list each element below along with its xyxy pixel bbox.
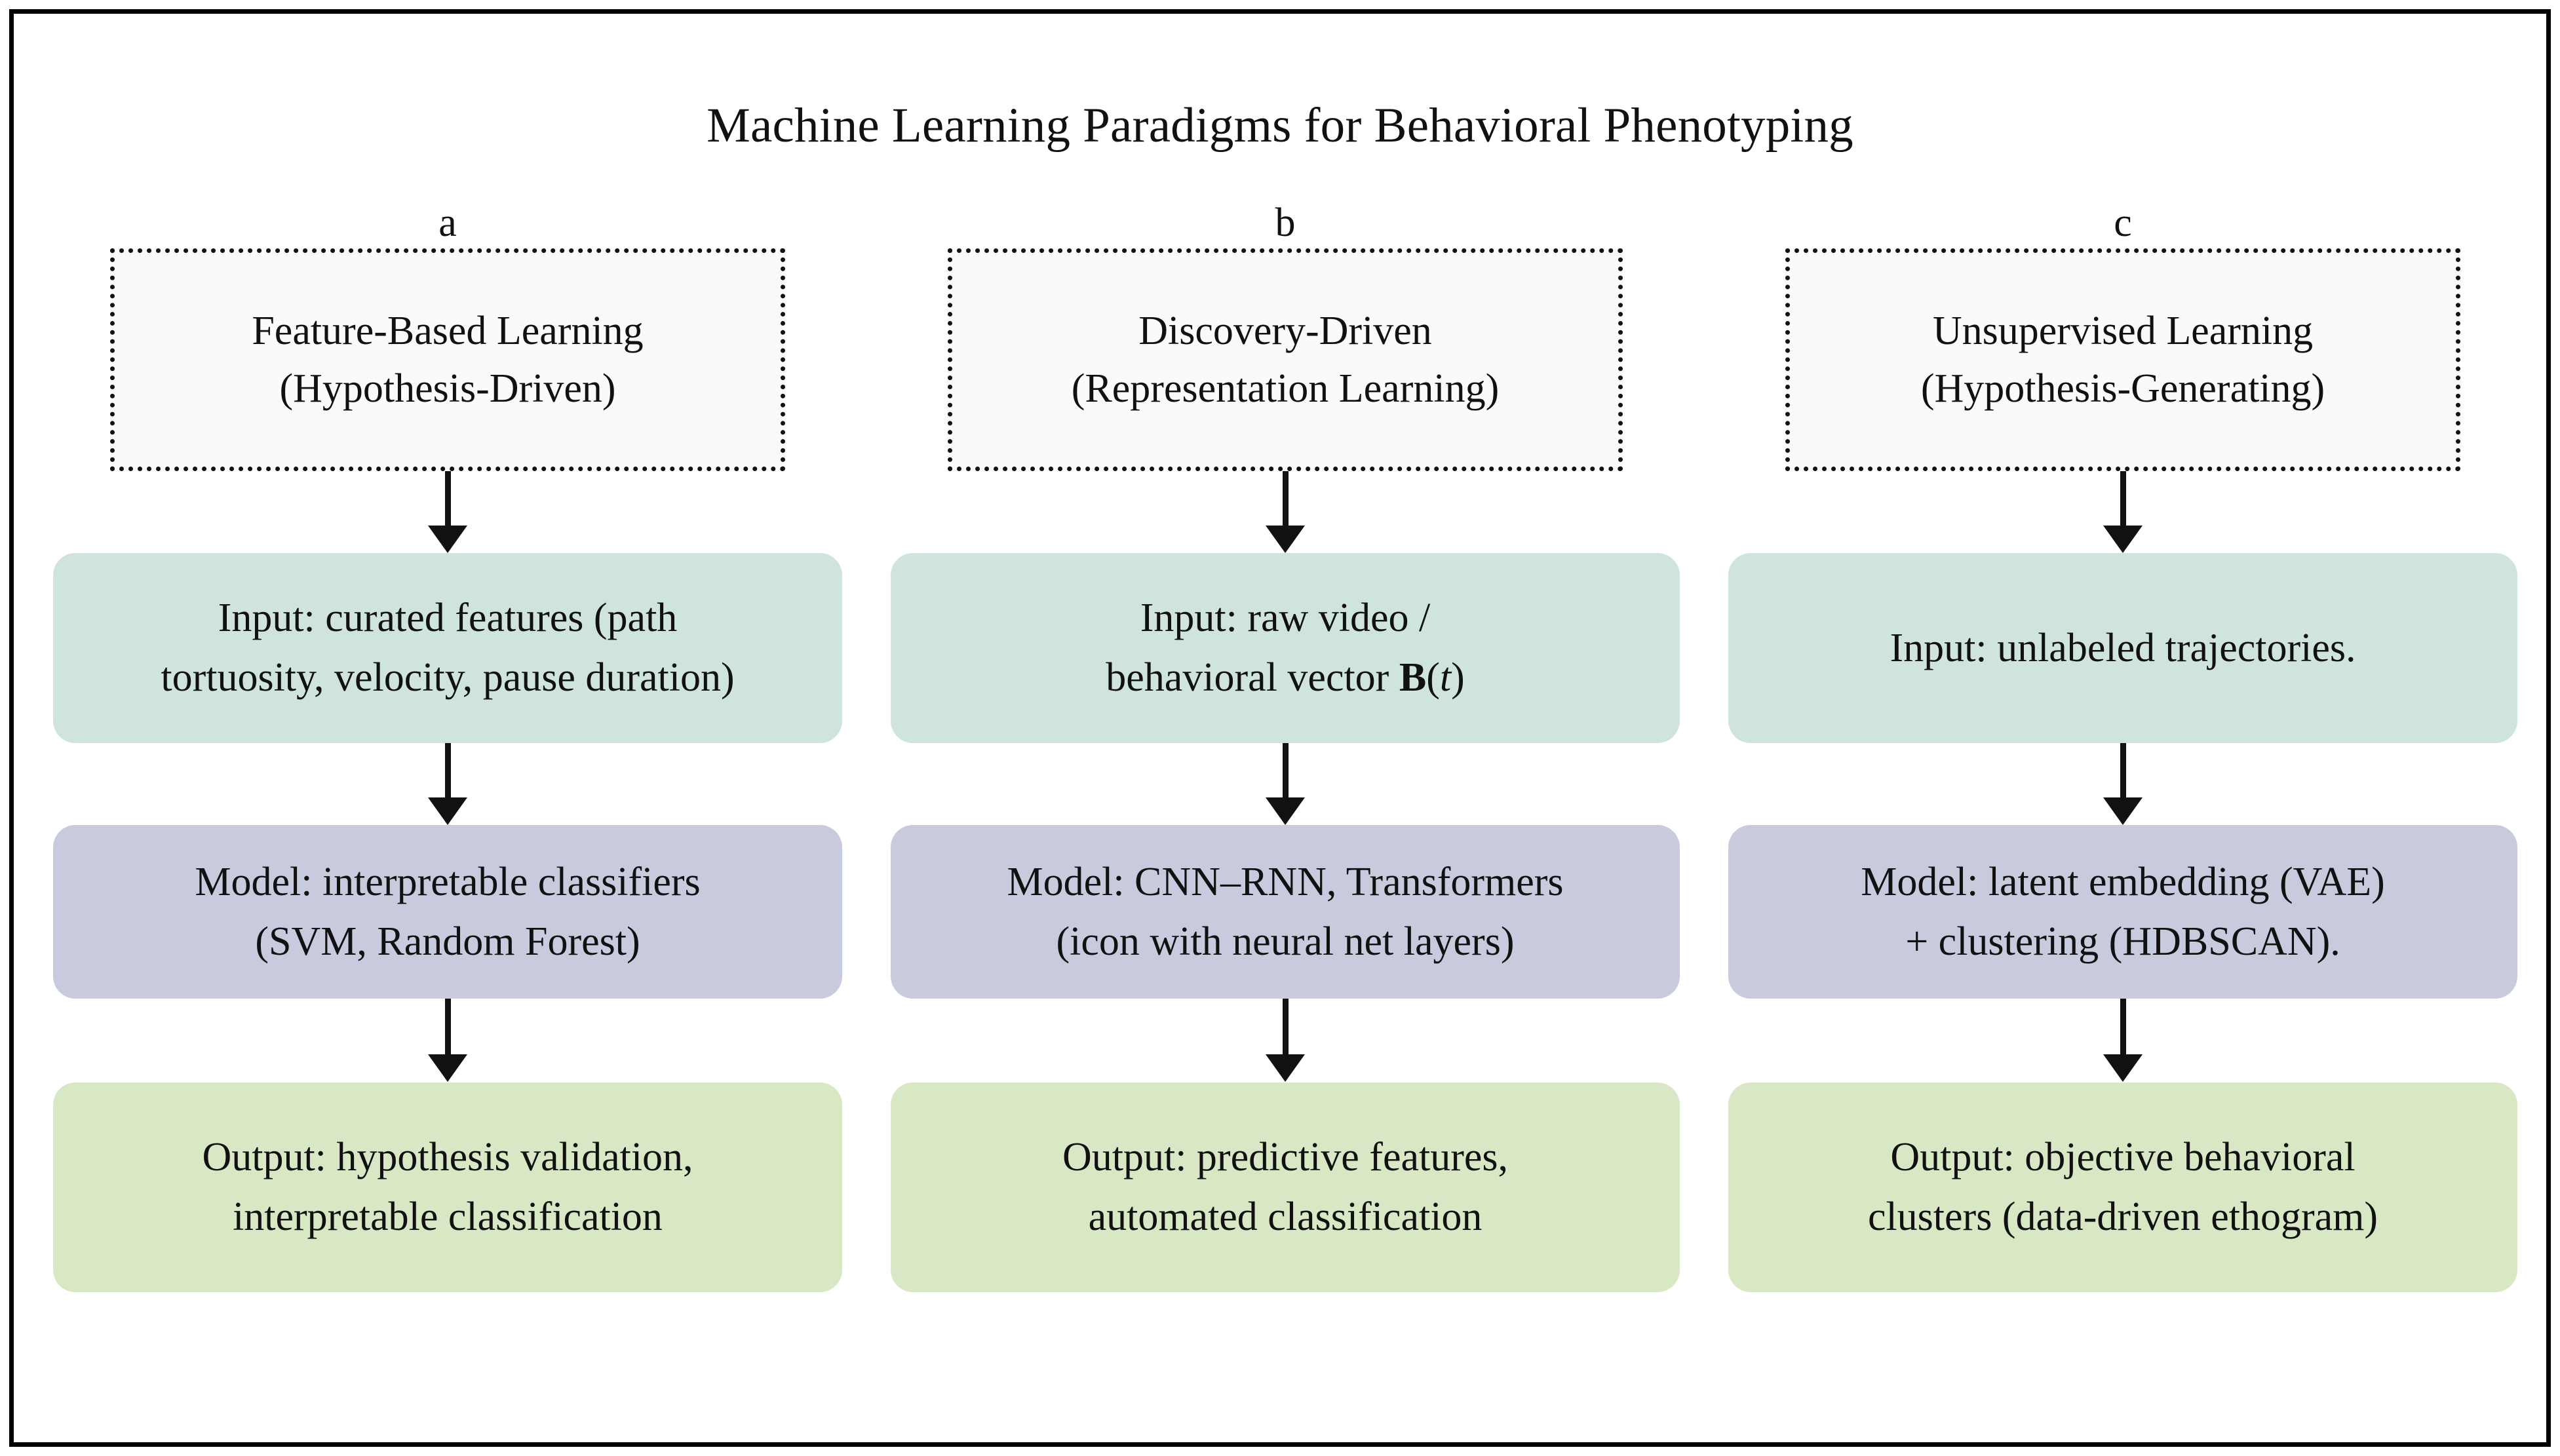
arrow-head-icon <box>428 797 467 825</box>
arrow-shaft <box>445 743 451 799</box>
arrow-head-icon <box>1266 1054 1305 1082</box>
output-box-c-line2: clusters (data-driven ethogram) <box>1867 1195 2378 1239</box>
model-box-c-line1: Model: latent embedding (VAE) <box>1861 859 2385 904</box>
header-box-b[interactable]: Discovery-Driven (Representation Learnin… <box>948 248 1623 471</box>
time-variable: t <box>1439 655 1452 700</box>
arrow-a-input-to-model <box>53 743 842 825</box>
output-box-b[interactable]: Output: predictive features, automated c… <box>891 1082 1680 1292</box>
output-box-a[interactable]: Output: hypothesis validation, interpret… <box>53 1082 842 1292</box>
arrow-shaft <box>2120 743 2126 799</box>
arrow-shaft <box>445 999 451 1056</box>
arrow-c-model-to-output <box>1728 999 2517 1082</box>
output-box-a-line1: Output: hypothesis validation, <box>202 1135 693 1180</box>
header-box-b-line1: Discovery-Driven <box>1138 308 1432 353</box>
header-box-b-line2: (Representation Learning) <box>1071 366 1500 411</box>
figure-frame: Machine Learning Paradigms for Behaviora… <box>9 9 2551 1447</box>
input-box-b-line2-text: behavioral vector <box>1106 655 1399 700</box>
arrow-shaft <box>1283 999 1289 1056</box>
arrow-c-header-to-input <box>1728 471 2517 553</box>
input-box-c[interactable]: Input: unlabeled trajectories. <box>1728 553 2517 743</box>
header-box-c-line2: (Hypothesis-Generating) <box>1920 366 2325 411</box>
output-box-c-line1: Output: objective behavioral <box>1890 1135 2356 1180</box>
arrow-shaft <box>445 471 451 527</box>
input-box-a-line1: Input: curated features (path <box>218 596 678 641</box>
input-box-b-line1: Input: raw video / <box>1140 596 1431 641</box>
output-box-c[interactable]: Output: objective behavioral clusters (d… <box>1728 1082 2517 1292</box>
input-box-b[interactable]: Input: raw video / behavioral vector B(t… <box>891 553 1680 743</box>
arrow-shaft <box>2120 999 2126 1056</box>
column-b: b Discovery-Driven (Representation Learn… <box>891 197 1680 1396</box>
model-box-b-line2: (icon with neural net layers) <box>1056 919 1515 964</box>
output-box-b-line2: automated classification <box>1088 1195 1483 1239</box>
input-box-a[interactable]: Input: curated features (path tortuosity… <box>53 553 842 743</box>
panel-letter-c: c <box>2114 201 2132 245</box>
paren-close: ) <box>1451 655 1465 700</box>
input-box-c-line1: Input: unlabeled trajectories. <box>1890 625 2356 670</box>
behavioral-vector-symbol: B <box>1399 655 1427 700</box>
arrow-shaft <box>1283 743 1289 799</box>
arrow-head-icon <box>1266 797 1305 825</box>
panel-letter-a: a <box>438 201 457 245</box>
output-box-a-line2: interpretable classification <box>233 1195 663 1239</box>
paren-open: ( <box>1426 655 1440 700</box>
arrow-b-model-to-output <box>891 999 1680 1082</box>
panel-letter-b: b <box>1275 201 1296 245</box>
paradigm-columns: a Feature-Based Learning (Hypothesis-Dri… <box>53 197 2517 1396</box>
arrow-shaft <box>2120 471 2126 527</box>
arrow-shaft <box>1283 471 1289 527</box>
model-box-c[interactable]: Model: latent embedding (VAE) + clusteri… <box>1728 825 2517 999</box>
header-box-a[interactable]: Feature-Based Learning (Hypothesis-Drive… <box>110 248 785 471</box>
model-box-a[interactable]: Model: interpretable classifiers (SVM, R… <box>53 825 842 999</box>
arrow-a-header-to-input <box>53 471 842 553</box>
header-box-c[interactable]: Unsupervised Learning (Hypothesis-Genera… <box>1785 248 2460 471</box>
input-box-b-line2: behavioral vector B(t) <box>1106 648 1464 708</box>
arrow-b-input-to-model <box>891 743 1680 825</box>
arrow-b-header-to-input <box>891 471 1680 553</box>
arrow-a-model-to-output <box>53 999 842 1082</box>
header-box-a-line1: Feature-Based Learning <box>252 308 644 353</box>
arrow-head-icon <box>2103 797 2143 825</box>
model-box-c-line2: + clustering (HDBSCAN). <box>1905 919 2340 964</box>
arrow-head-icon <box>2103 1054 2143 1082</box>
column-a: a Feature-Based Learning (Hypothesis-Dri… <box>53 197 842 1396</box>
arrow-head-icon <box>428 1054 467 1082</box>
model-box-b-line1: Model: CNN–RNN, Transformers <box>1007 859 1564 904</box>
input-box-a-line2: tortuosity, velocity, pause duration) <box>161 655 735 700</box>
column-c: c Unsupervised Learning (Hypothesis-Gene… <box>1728 197 2517 1396</box>
model-box-a-line1: Model: interpretable classifiers <box>195 859 701 904</box>
arrow-head-icon <box>428 526 467 553</box>
arrow-c-input-to-model <box>1728 743 2517 825</box>
arrow-head-icon <box>1266 526 1305 553</box>
header-box-c-line1: Unsupervised Learning <box>1932 308 2314 353</box>
header-box-a-line2: (Hypothesis-Driven) <box>279 366 616 411</box>
arrow-head-icon <box>2103 526 2143 553</box>
figure-title: Machine Learning Paradigms for Behaviora… <box>707 98 1853 153</box>
output-box-b-line1: Output: predictive features, <box>1062 1135 1509 1180</box>
model-box-b[interactable]: Model: CNN–RNN, Transformers (icon with … <box>891 825 1680 999</box>
model-box-a-line2: (SVM, Random Forest) <box>255 919 640 964</box>
